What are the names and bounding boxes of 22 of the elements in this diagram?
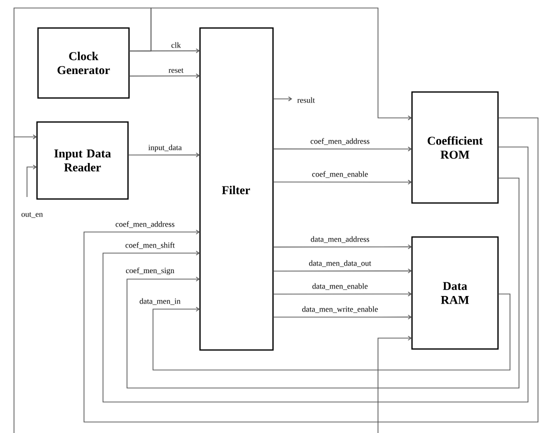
arrow [378, 336, 412, 433]
arrow [272, 314, 412, 320]
arrow [272, 292, 412, 296]
arrow [272, 146, 412, 152]
arrow [152, 294, 510, 370]
block-box: Input Data Reader [36, 121, 129, 200]
arrow [272, 96, 292, 102]
arrow [272, 268, 412, 274]
arrow [102, 146, 528, 402]
arrow [128, 152, 200, 158]
arrow [272, 180, 412, 185]
block-box: Filter [199, 27, 274, 351]
block-box: Coefficient ROM [411, 91, 499, 204]
block-box: Clock Generator [37, 27, 130, 99]
arrow [84, 117, 538, 422]
arrow [272, 244, 412, 250]
block-box: Data RAM [411, 236, 499, 350]
arrow [128, 8, 412, 120]
arrow [14, 8, 152, 140]
arrow [126, 178, 520, 388]
arrow [128, 73, 200, 78]
arrow [26, 164, 37, 198]
